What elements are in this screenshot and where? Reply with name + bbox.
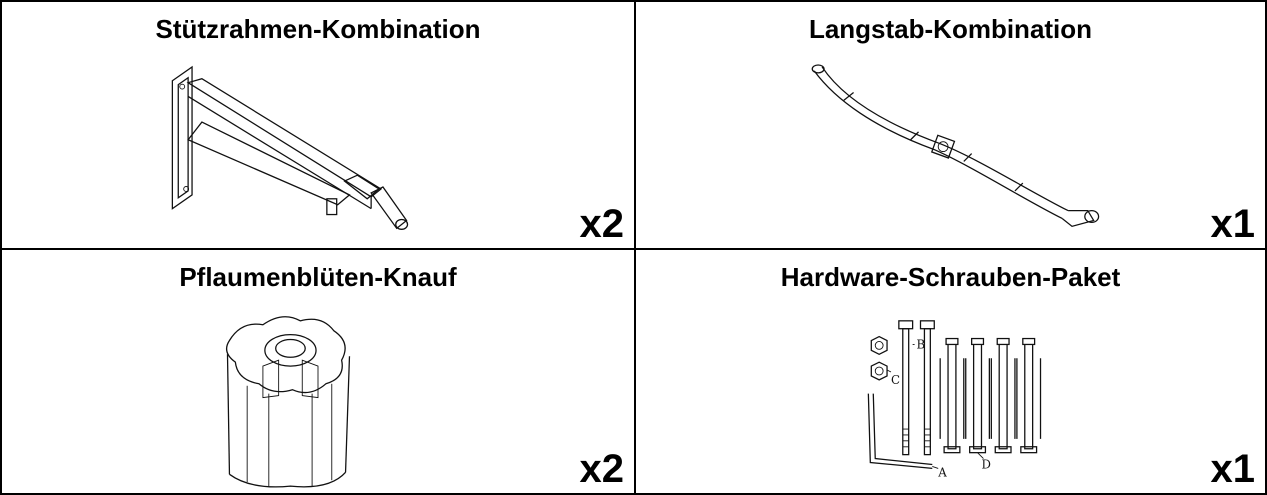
support-frame-icon bbox=[171, 65, 409, 230]
part-title: Stützrahmen-Kombination bbox=[155, 14, 481, 44]
label-d: D bbox=[981, 457, 990, 471]
part-cell-knob: Pflaumenblüten-Knauf x2 bbox=[0, 248, 636, 495]
part-quantity: x2 bbox=[579, 447, 625, 491]
screw-package-icon: B C A D bbox=[867, 320, 1042, 479]
label-a: A bbox=[937, 465, 947, 479]
part-cell-hardware: Hardware-Schrauben-Paket bbox=[634, 248, 1267, 495]
part-cell-long-rod: Langstab-Kombination x1 bbox=[634, 0, 1267, 250]
part-title: Langstab-Kombination bbox=[808, 14, 1093, 44]
label-b: B bbox=[917, 337, 926, 351]
part-quantity: x1 bbox=[1210, 202, 1256, 246]
long-rod-icon bbox=[811, 64, 1100, 228]
part-title: Pflaumenblüten-Knauf bbox=[179, 262, 457, 292]
part-cell-support-frame: Stützrahmen-Kombination x2 bbox=[0, 0, 636, 250]
label-c: C bbox=[891, 373, 900, 387]
part-title: Hardware-Schrauben-Paket bbox=[780, 262, 1121, 292]
part-quantity: x1 bbox=[1210, 447, 1256, 491]
plum-blossom-knob-icon bbox=[225, 316, 351, 488]
part-quantity: x2 bbox=[579, 202, 625, 246]
